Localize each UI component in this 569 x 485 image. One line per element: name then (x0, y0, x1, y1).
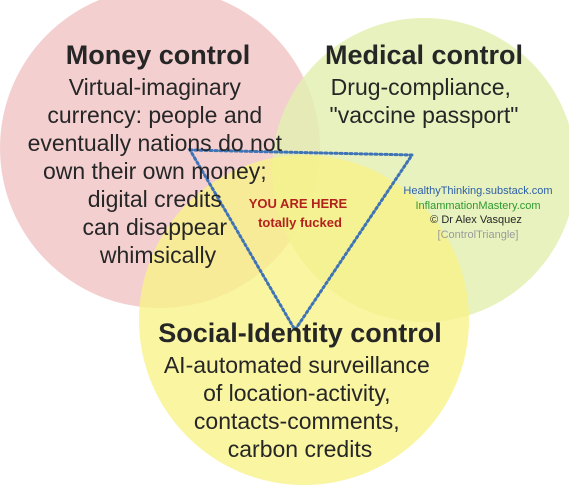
totally-label: totally fucked (258, 215, 342, 230)
social-line-3: contacts-comments, (194, 408, 400, 434)
blog-credit-link[interactable]: HealthyThinking.substack.com (403, 185, 552, 197)
money-line-3: eventually nations do not (28, 130, 283, 156)
social-line-4: carbon credits (228, 436, 372, 462)
social-identity-control-text: AI-automated surveillance of location-ac… (164, 352, 436, 462)
social-line-2: of location-activity, (203, 380, 390, 406)
site-credit-link[interactable]: InflammationMastery.com (415, 200, 540, 212)
medical-control-text: Drug-compliance, "vaccine passport" (330, 74, 519, 128)
social-identity-control-circle (139, 155, 469, 485)
social-line-1: AI-automated surveillance (164, 352, 430, 378)
money-line-6: can disappear (83, 214, 228, 240)
medical-control-title: Medical control (325, 40, 523, 70)
author-credit: © Dr Alex Vasquez (430, 214, 522, 226)
money-control-text: Virtual-imaginary currency: people and e… (28, 74, 289, 268)
medical-line-1: Drug-compliance, (331, 74, 511, 100)
social-identity-control-title: Social-Identity control (158, 318, 442, 348)
you-are-here-label: YOU ARE HERE (249, 196, 348, 211)
money-line-7: whimsically (99, 242, 217, 268)
money-control-title: Money control (66, 40, 251, 70)
medical-line-2: "vaccine passport" (330, 102, 519, 128)
money-line-4: own their own money; (43, 158, 267, 184)
control-triangle-outline (187, 148, 415, 333)
money-line-2: currency: people and (47, 102, 262, 128)
diagram-tag: [ControlTriangle] (438, 229, 519, 241)
money-line-1: Virtual-imaginary (69, 74, 242, 100)
money-line-5: digital credits (88, 186, 222, 212)
